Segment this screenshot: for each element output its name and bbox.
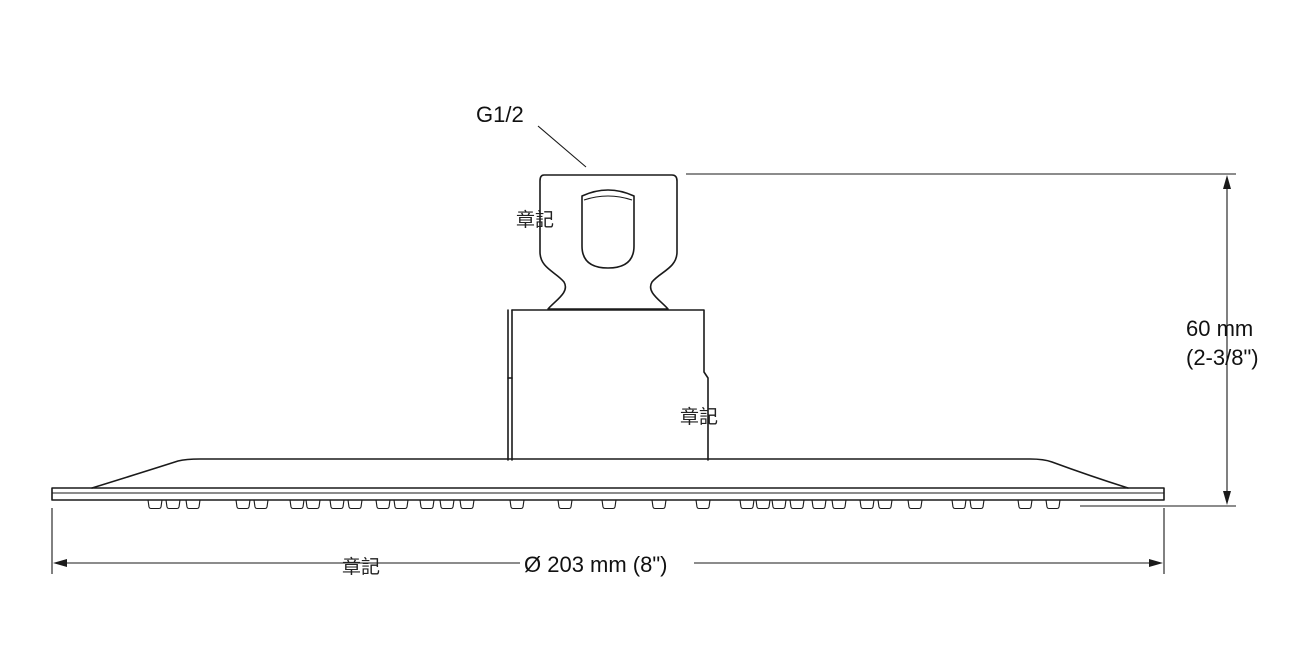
spray-nozzle — [877, 499, 893, 510]
head-dome — [91, 458, 1129, 489]
spray-nozzle — [165, 499, 181, 510]
spray-nozzle — [951, 499, 967, 510]
watermark-stamp: 章記 — [342, 556, 380, 578]
spray-nozzle — [601, 499, 617, 510]
spray-nozzle — [439, 499, 455, 510]
spray-nozzle — [289, 499, 305, 510]
spray-nozzle — [509, 499, 525, 510]
face-plate — [51, 487, 1165, 501]
ball-joint — [581, 189, 635, 269]
spray-nozzle — [831, 499, 847, 510]
spray-nozzle — [969, 499, 985, 510]
connector-outline — [539, 174, 678, 310]
height-metric-label: 60 mm — [1186, 316, 1253, 341]
spray-nozzle — [859, 499, 875, 510]
neck-body — [507, 309, 709, 461]
spray-nozzle — [147, 499, 163, 510]
spray-nozzle — [1045, 499, 1061, 510]
spray-nozzle — [235, 499, 251, 510]
spray-nozzle — [253, 499, 269, 510]
watermark-stamp: 章記 — [680, 406, 718, 428]
spray-nozzle — [419, 499, 435, 510]
thread-size-label: G1/2 — [476, 102, 524, 127]
diameter-dimension — [51, 508, 1165, 574]
height-dimension — [686, 173, 1236, 507]
spray-nozzle — [557, 499, 573, 510]
diameter-arrow-left — [53, 559, 67, 567]
spray-nozzle — [329, 499, 345, 510]
watermark-stamp: 章記 — [516, 209, 554, 231]
height-imperial-label: (2-3/8") — [1186, 345, 1259, 370]
spray-nozzles — [147, 499, 1061, 510]
spray-nozzle — [347, 499, 363, 510]
thread-leader-line — [537, 125, 587, 168]
height-arrow-top — [1223, 175, 1231, 189]
diameter-label: Ø 203 mm (8") — [524, 552, 668, 577]
swivel-connector — [539, 174, 678, 310]
spray-nozzle — [459, 499, 475, 510]
neck-body-top — [507, 309, 513, 461]
spray-nozzle — [393, 499, 409, 510]
spray-nozzle — [375, 499, 391, 510]
spray-nozzle — [907, 499, 923, 510]
spray-nozzle — [1017, 499, 1033, 510]
spray-nozzle — [811, 499, 827, 510]
diameter-arrow-right — [1149, 559, 1163, 567]
ball-joint-cap — [583, 195, 633, 201]
spray-nozzle — [739, 499, 755, 510]
face-plate-outer — [51, 487, 1165, 501]
spray-nozzle — [185, 499, 201, 510]
spray-nozzle — [789, 499, 805, 510]
spray-nozzle — [651, 499, 667, 510]
spray-nozzle — [771, 499, 787, 510]
spray-nozzle — [755, 499, 771, 510]
spray-nozzle — [305, 499, 321, 510]
spray-nozzle — [695, 499, 711, 510]
height-arrow-bottom — [1223, 491, 1231, 505]
